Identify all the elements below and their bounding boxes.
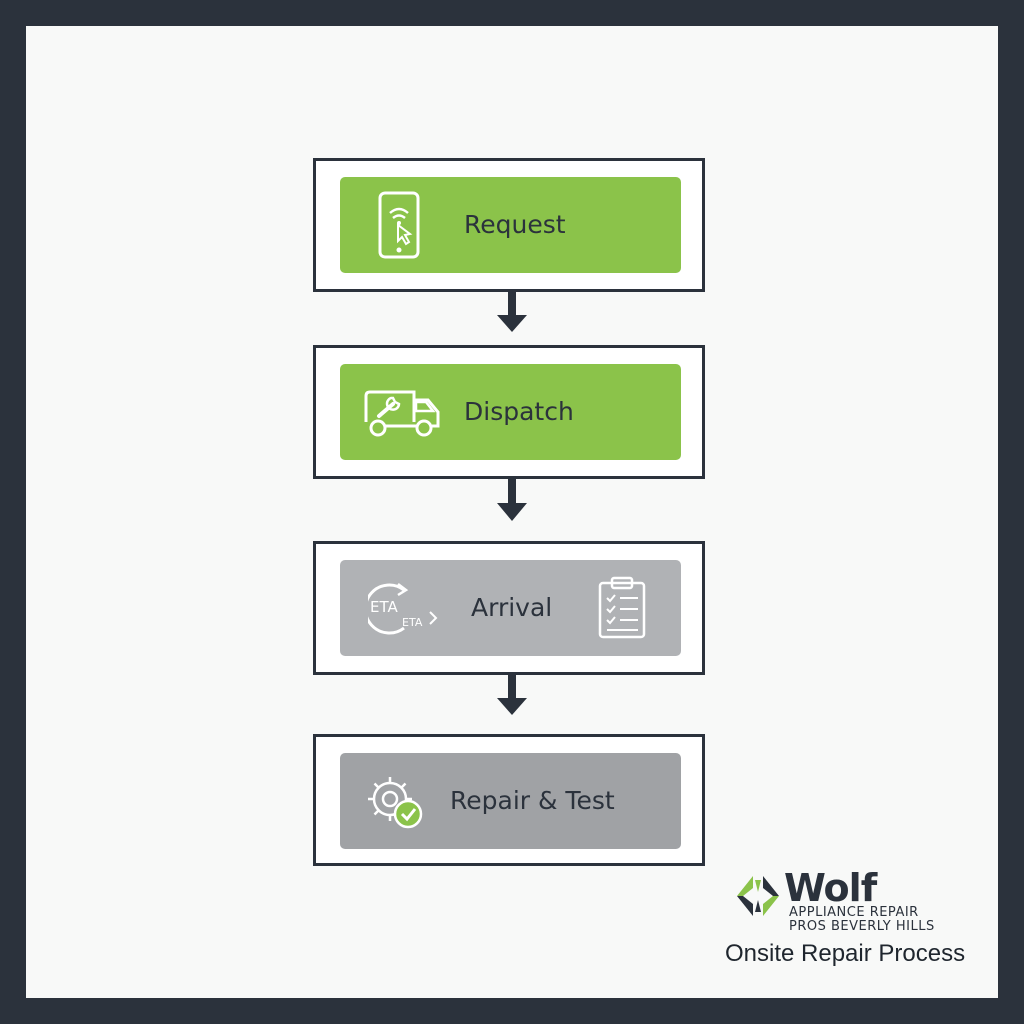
brand-line-1: APPLIANCE REPAIR (789, 905, 919, 920)
smartphone-tap-icon (378, 191, 420, 259)
step-repair-test: Repair & Test (313, 734, 705, 866)
brand-name: Wolf (784, 866, 877, 910)
step-dispatch-panel: Dispatch (340, 364, 681, 460)
eta-text-large: ETA (370, 598, 398, 616)
eta-text-small: ETA (402, 616, 423, 629)
step-repair-test-panel: Repair & Test (340, 753, 681, 849)
service-van-icon (364, 390, 440, 437)
gear-check-icon (368, 777, 423, 829)
step-arrival-label: Arrival (471, 593, 553, 622)
arrow-down-icon (497, 479, 527, 521)
step-request-panel: Request (340, 177, 681, 273)
step-repair-test-label: Repair & Test (450, 786, 615, 815)
brand-line-2: PROS BEVERLY HILLS (789, 919, 935, 934)
step-dispatch: Dispatch (313, 345, 705, 479)
step-arrival-panel: ETA ETA Arrival (340, 560, 681, 656)
step-request: Request (313, 158, 705, 292)
arrow-down-icon (497, 675, 527, 715)
arrow-down-icon (497, 292, 527, 332)
checklist-clipboard-icon (598, 576, 646, 639)
diagram-caption: Onsite Repair Process (725, 940, 966, 967)
step-request-label: Request (464, 210, 566, 239)
wolf-logo-icon (737, 876, 779, 916)
step-arrival: ETA ETA Arrival (313, 541, 705, 675)
step-dispatch-label: Dispatch (464, 397, 574, 426)
eta-clock-icon: ETA ETA (368, 583, 438, 635)
